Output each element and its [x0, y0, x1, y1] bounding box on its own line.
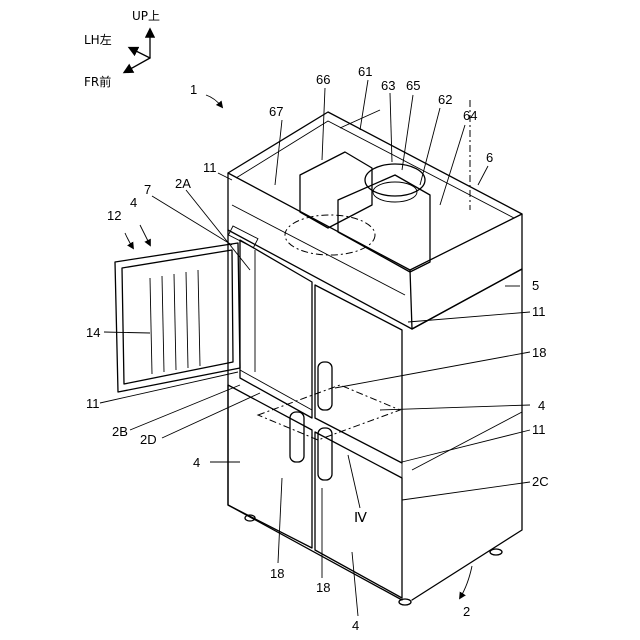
- ref-11-right-lower: 11: [532, 422, 546, 437]
- side-seam: [412, 412, 522, 470]
- ref-12: 12: [107, 208, 121, 223]
- ref-14: 14: [86, 325, 100, 340]
- ref-4-bottom: 4: [352, 618, 359, 633]
- machine-components: [258, 100, 470, 440]
- ref-66: 66: [316, 72, 330, 87]
- side-panel: [412, 269, 522, 600]
- component-63: [365, 164, 425, 196]
- ref-65: 65: [406, 78, 420, 93]
- lower-left-door: [228, 385, 312, 548]
- ref-61: 61: [358, 64, 372, 79]
- ref-11-left: 11: [86, 396, 100, 411]
- ref-2C: 2C: [532, 474, 549, 489]
- ref-5: 5: [532, 278, 539, 293]
- axis-up-label: UP上: [132, 9, 160, 23]
- machine-compartment-outline: [228, 112, 522, 329]
- ref-7: 7: [144, 182, 151, 197]
- open-door: [115, 243, 240, 392]
- ref-62: 62: [438, 92, 452, 107]
- door-ribs: [150, 270, 200, 374]
- ref-18-right: 18: [532, 345, 546, 360]
- machine-compartment-inner-rim: [236, 121, 514, 218]
- ref-63: 63: [381, 78, 395, 93]
- ref-67: 67: [269, 104, 283, 119]
- reference-labels: 1 67 66 61 63 65 62 64 6 11 2A 7 12 4 14…: [86, 64, 549, 633]
- axis-front-label: FR前: [84, 74, 111, 89]
- cabinet: [228, 112, 522, 605]
- ref-6: 6: [486, 150, 493, 165]
- ref-18-middle: 18: [316, 580, 330, 595]
- ref-18-left: 18: [270, 566, 284, 581]
- hidden-component-67: [285, 215, 375, 255]
- component-65: [373, 182, 417, 202]
- foot-right: [490, 549, 502, 555]
- ref-2: 2: [463, 604, 470, 619]
- handle-upper-right: [318, 362, 332, 410]
- storage-opening: [240, 240, 312, 418]
- ref-4-door: 4: [130, 195, 137, 210]
- axis-indicator: UP上 LH左 FR前: [84, 9, 160, 89]
- pipe-61: [340, 110, 380, 128]
- ref-2A: 2A: [175, 176, 191, 191]
- ref-11-top: 11: [203, 160, 217, 175]
- left-arrow: [130, 48, 150, 58]
- ref-4-right: 4: [538, 398, 545, 413]
- ref-4-left: 4: [193, 455, 200, 470]
- ref-IV: Ⅳ: [354, 511, 367, 526]
- door-inner: [122, 250, 233, 384]
- ref-2D: 2D: [140, 432, 157, 447]
- door-outer: [115, 243, 240, 392]
- ref-1: 1: [190, 82, 197, 97]
- front-arrow: [125, 58, 150, 72]
- axis-left-label: LH左: [84, 32, 112, 47]
- opening-floor: [240, 370, 312, 410]
- ref-11-right-upper: 11: [532, 304, 546, 319]
- foot-front: [399, 599, 411, 605]
- ref-64: 64: [463, 108, 477, 123]
- ref-2B: 2B: [112, 424, 128, 439]
- machine-compartment-corner: [410, 270, 412, 329]
